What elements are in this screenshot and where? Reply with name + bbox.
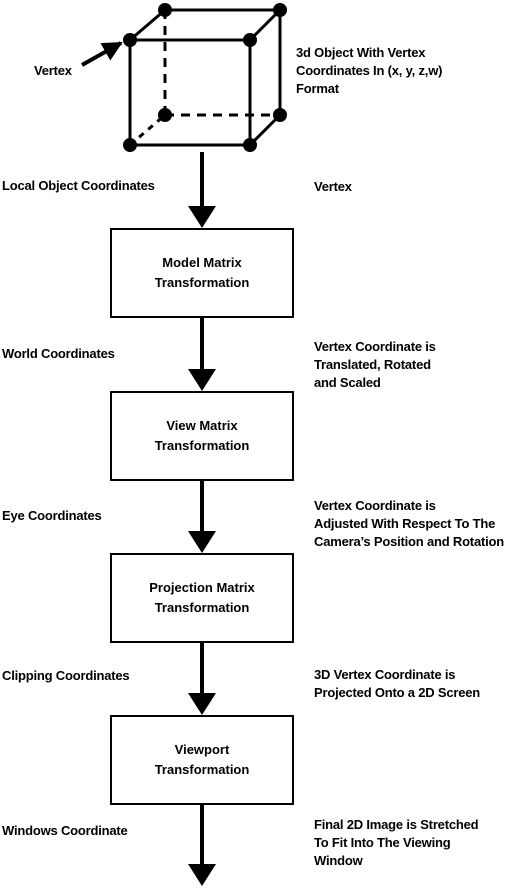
- box-view-matrix: View Matrix Transformation: [110, 391, 294, 481]
- vertex-pointer-arrow: [81, 41, 123, 67]
- cube-vertices: [123, 3, 287, 152]
- right-label-adjusted: Vertex Coordinate is Adjusted With Respe…: [314, 498, 504, 549]
- box-projection-matrix-text: Projection Matrix Transformation: [149, 580, 255, 615]
- vertex-dot: [273, 3, 287, 17]
- left-label-eye: Eye Coordinates: [2, 508, 102, 523]
- cube-edge: [248, 8, 282, 42]
- vertex-dot: [158, 3, 172, 17]
- left-label-world: World Coordinates: [2, 346, 115, 361]
- vertex-dot: [243, 138, 257, 152]
- left-label-local: Local Object Coordinates: [2, 178, 155, 193]
- box-projection-matrix: Projection Matrix Transformation: [110, 553, 294, 643]
- flow-arrowhead-2: [188, 531, 216, 553]
- flow-arrowhead-4: [188, 864, 216, 886]
- flow-arrowhead-0: [188, 206, 216, 228]
- object-caption: 3d Object With Vertex Coordinates In (x,…: [296, 45, 443, 96]
- cube-front-face: [128, 38, 252, 147]
- vertex-dot: [123, 138, 137, 152]
- vertex-dot: [273, 108, 287, 122]
- left-label-clipping: Clipping Coordinates: [2, 668, 130, 683]
- vertex-dot: [123, 33, 137, 47]
- vertex-label: Vertex: [34, 63, 72, 78]
- right-label-projected: 3D Vertex Coordinate is Projected Onto a…: [314, 667, 481, 700]
- flow-arrowhead-3: [188, 693, 216, 715]
- vertex-dot: [243, 33, 257, 47]
- box-model-matrix-text: Model Matrix Transformation: [154, 255, 250, 290]
- right-label-translated: Vertex Coordinate is Translated, Rotated…: [314, 339, 436, 390]
- cube-edge: [129, 8, 166, 42]
- box-viewport-text: Viewport Transformation: [154, 742, 250, 777]
- box-model-matrix: Model Matrix Transformation: [110, 228, 294, 318]
- flow-arrows: [188, 152, 216, 886]
- right-label-vertex: Vertex: [314, 179, 352, 194]
- box-view-matrix-text: View Matrix Transformation: [154, 418, 250, 453]
- cube-object: [128, 8, 282, 147]
- vertex-dot: [158, 108, 172, 122]
- cube-hidden-edge: [129, 113, 166, 147]
- cube-edge: [248, 113, 282, 147]
- flow-arrowhead-1: [188, 369, 216, 391]
- left-label-windows: Windows Coordinate: [2, 823, 128, 838]
- right-label-final: Final 2D Image is Stretched To Fit Into …: [314, 817, 479, 868]
- box-viewport: Viewport Transformation: [110, 715, 294, 805]
